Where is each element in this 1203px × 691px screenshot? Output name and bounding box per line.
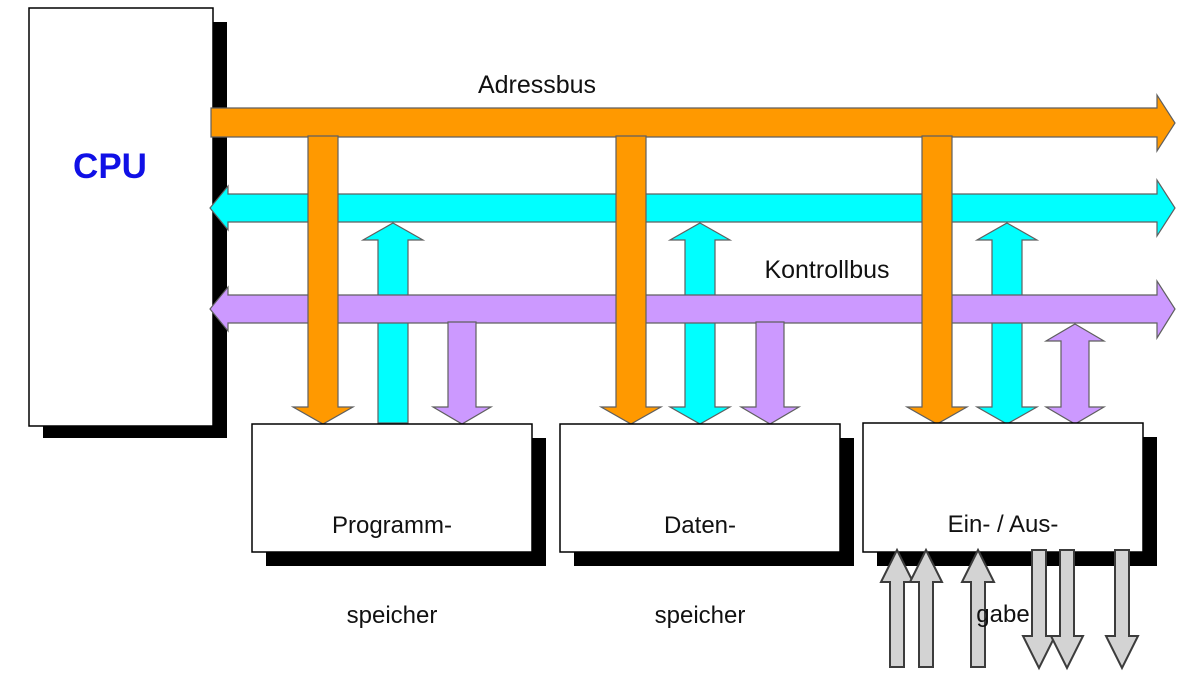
ein-ausgabe-label: Ein- / Aus- gabe bbox=[863, 450, 1143, 690]
datenspeicher-box bbox=[559, 423, 841, 553]
programmspeicher-box bbox=[251, 423, 533, 553]
io-input-up-arrow-3 bbox=[960, 547, 996, 668]
ein-ausgabe-box bbox=[862, 422, 1144, 553]
cpu-box bbox=[28, 7, 214, 427]
adressbus-branch-ein-ausgabe-down-arrow bbox=[904, 135, 970, 425]
kontrollbus-branch-ein-ausgabe-double-arrow bbox=[1043, 323, 1107, 425]
adressbus-branch-datenspeicher-down-arrow bbox=[598, 135, 664, 425]
kontrollbus-branch-datenspeicher-down-arrow bbox=[738, 321, 802, 425]
adressbus-arrow bbox=[210, 92, 1176, 154]
io-output-down-arrow-2 bbox=[1049, 549, 1085, 671]
io-input-up-arrow-2 bbox=[908, 547, 944, 668]
cpu-label: CPU bbox=[73, 147, 147, 186]
adressbus-branch-programmspeicher-down-arrow bbox=[290, 135, 356, 425]
adressbus-label: Adressbus bbox=[477, 71, 597, 99]
programmspeicher-label-line1: Programm- bbox=[331, 512, 452, 539]
io-output-down-arrow-3 bbox=[1104, 549, 1140, 671]
programmspeicher-label: Programm- speicher bbox=[252, 451, 532, 691]
io-output-down-arrow-1 bbox=[1021, 549, 1057, 671]
programmspeicher-label-line2: speicher bbox=[346, 602, 438, 629]
datenspeicher-label-line2: speicher bbox=[654, 602, 746, 629]
kontrollbus-label: Kontrollbus bbox=[764, 256, 890, 284]
ein-ausgabe-label-line2: gabe bbox=[976, 601, 1030, 628]
kontrollbus-branch-programmspeicher-down-arrow bbox=[430, 321, 494, 425]
ein-ausgabe-label-line1: Ein- / Aus- bbox=[947, 511, 1059, 538]
datenspeicher-label: Daten- speicher bbox=[560, 451, 840, 691]
datenspeicher-label-line1: Daten- bbox=[663, 512, 737, 539]
